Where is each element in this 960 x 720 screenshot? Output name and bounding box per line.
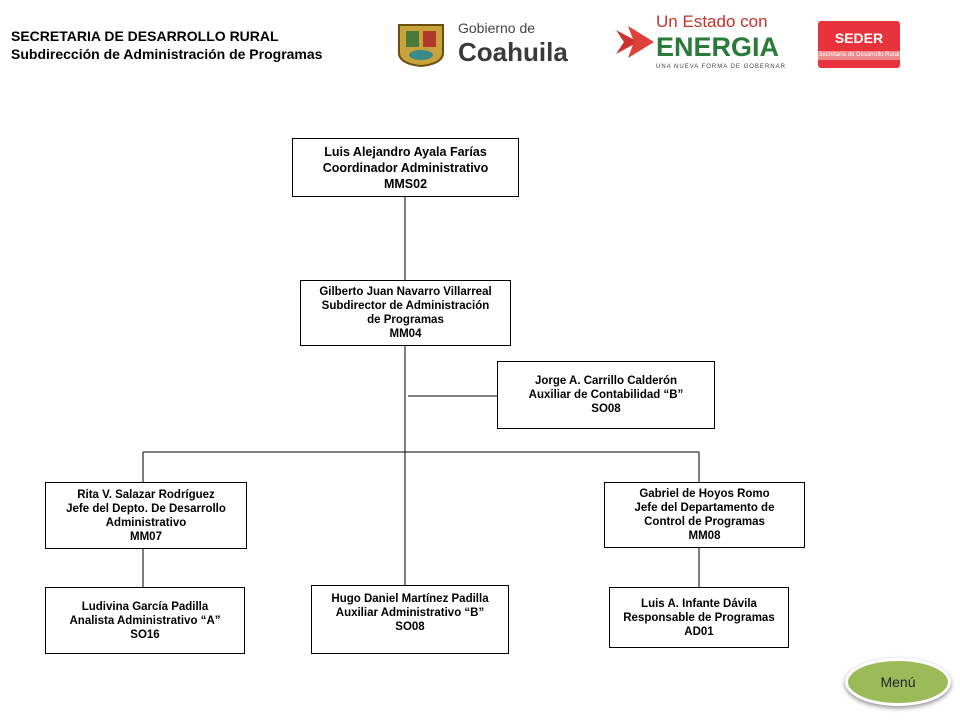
node-code: AD01 bbox=[684, 625, 714, 638]
coahuila-shield-logo bbox=[393, 21, 449, 67]
node-name: Hugo Daniel Martínez Padilla bbox=[331, 593, 489, 605]
node-auxiliar-contabilidad: Jorge A. Carrillo Calderón Auxiliar de C… bbox=[497, 361, 715, 429]
logo-text-big: SEDER bbox=[834, 29, 884, 46]
node-code: MM04 bbox=[389, 328, 422, 340]
node-title: Jefe del Departamento de bbox=[634, 502, 775, 514]
node-subdirector: Gilberto Juan Navarro Villarreal Subdire… bbox=[300, 280, 511, 346]
node-name: Luis Alejandro Ayala Farías bbox=[324, 144, 487, 159]
node-title: Responsable de Programas bbox=[623, 611, 775, 624]
logo-text-big: ENERGIA bbox=[656, 32, 780, 62]
header-title: SECRETARIA DE DESARROLLO RURAL bbox=[11, 28, 279, 44]
gobierno-coahuila-logo: Gobierno de Coahuila bbox=[458, 20, 590, 67]
menu-button[interactable]: Menú bbox=[845, 658, 951, 706]
logo-text-small: Gobierno de bbox=[458, 20, 536, 36]
node-name: Jorge A. Carrillo Calderón bbox=[534, 375, 678, 387]
node-name: Ludivina García Padilla bbox=[81, 600, 209, 613]
node-title: de Programas bbox=[367, 314, 444, 326]
estado-energia-logo: Un Estado con ENERGIA UNA NUEVA FORMA DE… bbox=[600, 12, 800, 71]
node-code: MMS02 bbox=[383, 176, 428, 191]
node-coordinador: Luis Alejandro Ayala Farías Coordinador … bbox=[292, 138, 519, 197]
node-name: Gabriel de Hoyos Romo bbox=[639, 488, 770, 500]
node-responsable: Luis A. Infante Dávila Responsable de Pr… bbox=[609, 587, 789, 648]
node-analista: Ludivina García Padilla Analista Adminis… bbox=[45, 587, 245, 654]
node-code: MM07 bbox=[130, 530, 162, 543]
node-title: Control de Programas bbox=[644, 516, 765, 528]
node-code: SO08 bbox=[591, 403, 621, 415]
node-title: Administrativo bbox=[105, 516, 187, 529]
node-title: Jefe del Depto. De Desarrollo bbox=[66, 502, 226, 515]
node-name: Luis A. Infante Dávila bbox=[641, 597, 757, 610]
logo-tagline: UNA NUEVA FORMA DE GOBERNAR bbox=[656, 64, 786, 70]
logo-text-small: Un Estado con bbox=[656, 12, 768, 31]
node-title: Subdirector de Administración bbox=[321, 300, 490, 312]
page-header: SECRETARIA DE DESARROLLO RURAL Subdirecc… bbox=[11, 27, 322, 63]
node-code: MM08 bbox=[688, 530, 721, 542]
node-title: Auxiliar de Contabilidad “B” bbox=[528, 389, 684, 401]
seder-logo: SEDER Secretaría de Desarrollo Rural bbox=[818, 21, 900, 68]
node-jefe-desarrollo: Rita V. Salazar Rodríguez Jefe del Depto… bbox=[45, 482, 247, 549]
node-title: Coordinador Administrativo bbox=[322, 160, 489, 175]
menu-button-label: Menú bbox=[880, 674, 916, 690]
node-title: Auxiliar Administrativo “B” bbox=[335, 607, 485, 619]
node-name: Gilberto Juan Navarro Villarreal bbox=[319, 286, 492, 298]
header-subtitle: Subdirección de Administración de Progra… bbox=[11, 46, 323, 62]
node-jefe-control: Gabriel de Hoyos Romo Jefe del Departame… bbox=[604, 482, 805, 548]
node-code: SO16 bbox=[130, 628, 160, 641]
node-title: Analista Administrativo “A” bbox=[69, 614, 221, 627]
logo-text-small: Secretaría de Desarrollo Rural bbox=[818, 50, 900, 60]
node-code: SO08 bbox=[395, 621, 425, 633]
node-auxiliar-admin: Hugo Daniel Martínez Padilla Auxiliar Ad… bbox=[311, 585, 509, 654]
logo-text-big: Coahuila bbox=[458, 37, 568, 67]
node-name: Rita V. Salazar Rodríguez bbox=[77, 488, 215, 501]
